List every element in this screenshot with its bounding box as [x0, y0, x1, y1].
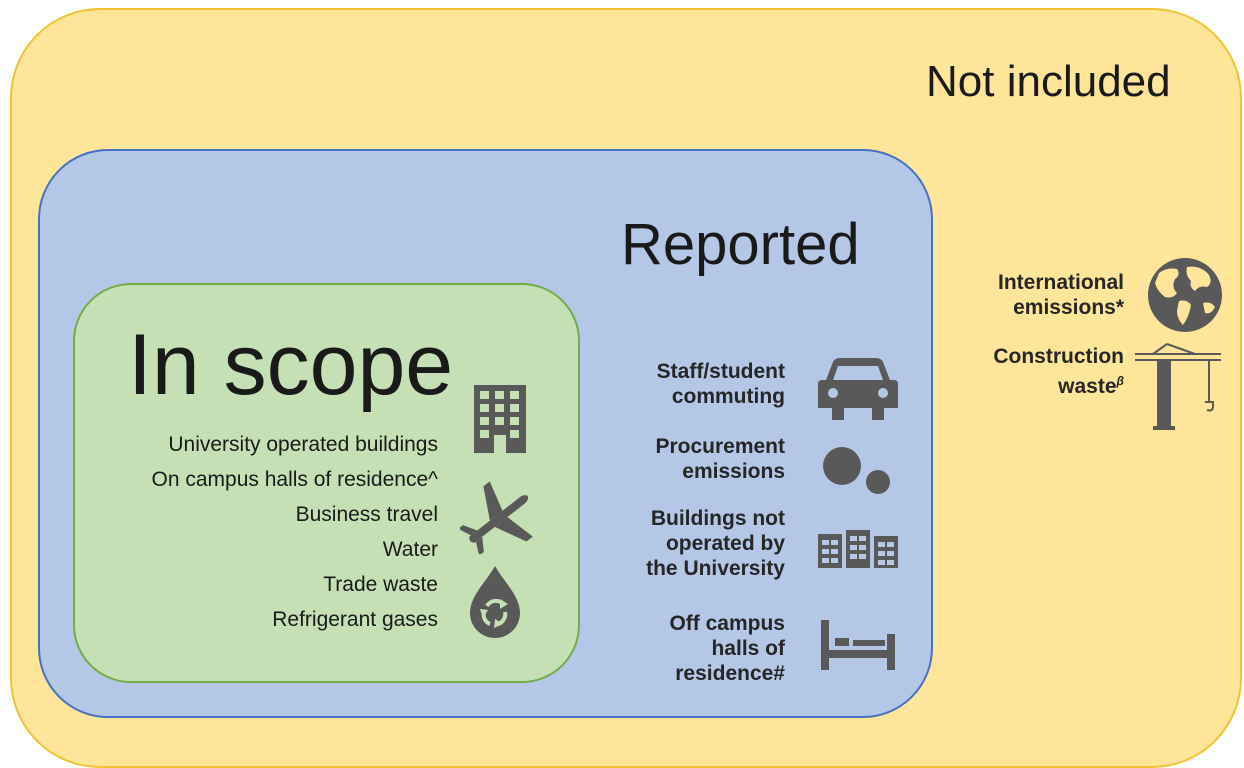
in-scope-list: University operated buildings On campus … — [152, 432, 439, 642]
list-item: Business travel — [295, 503, 438, 526]
car-icon — [818, 358, 898, 420]
list-item: Trade waste — [323, 573, 438, 596]
commuting-label: Staff/student commuting — [656, 360, 785, 408]
off-campus-halls-label: Off campus halls of residence# — [669, 612, 785, 685]
bed-icon — [821, 620, 895, 670]
international-emissions-label: International emissions* — [997, 271, 1124, 319]
airplane-icon — [460, 480, 542, 554]
construction-waste-label: Construction wasteβ — [993, 345, 1124, 398]
in-scope-title: In scope — [128, 317, 454, 413]
procurement-label: Procurement emissions — [655, 435, 785, 483]
globe-icon — [1147, 257, 1223, 333]
crane-icon — [1135, 342, 1221, 430]
office-building-icon — [474, 385, 526, 453]
buildings-row-icon — [818, 530, 898, 570]
recycle-drop-icon — [470, 566, 520, 638]
list-item: University operated buildings — [168, 433, 438, 456]
buildings-not-operated-label: Buildings not operated by the University — [646, 507, 785, 580]
list-item: Water — [382, 538, 438, 561]
not-included-title: Not included — [926, 57, 1171, 106]
reported-title: Reported — [621, 212, 860, 277]
list-item: Refrigerant gases — [272, 608, 438, 631]
circles-icon — [822, 445, 890, 495]
list-item: On campus halls of residence^ — [151, 468, 439, 491]
